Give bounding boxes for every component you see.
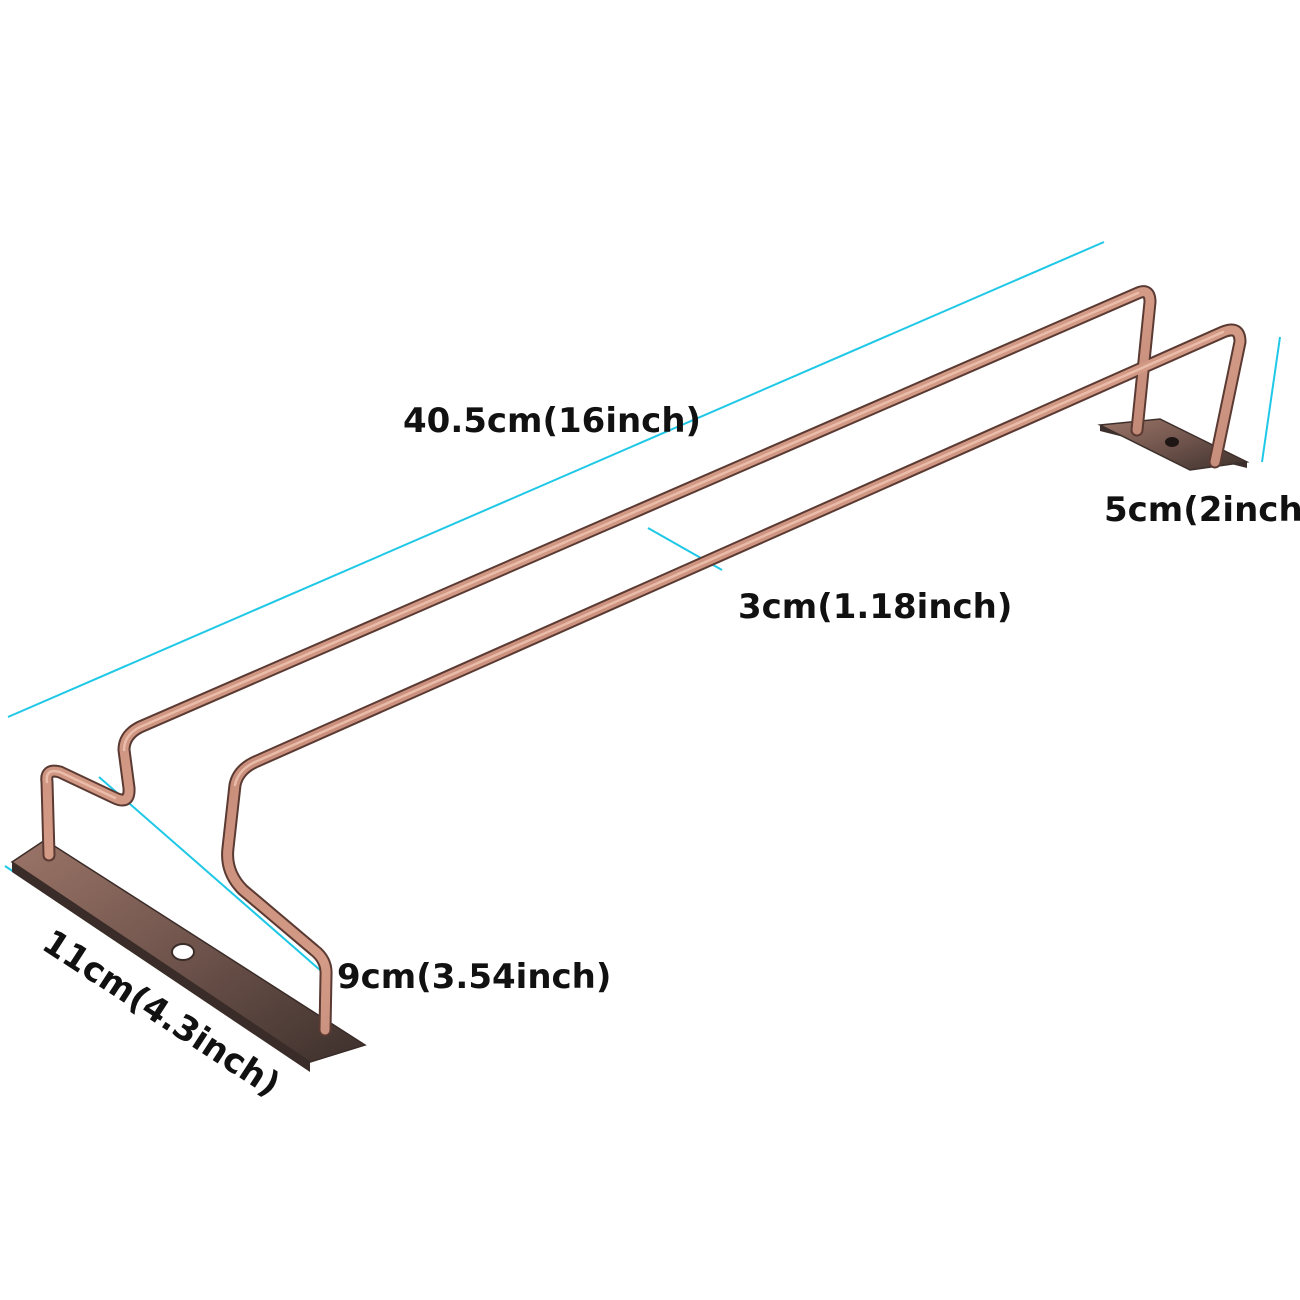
- front-rod-shadow: [221, 323, 1247, 1037]
- front-plate-edge: [12, 862, 310, 1072]
- height-dimension-line: [1261, 336, 1281, 463]
- front-mounting-plate: [10, 839, 367, 1072]
- front-height-dimension-line: [98, 776, 321, 971]
- back-plate-screw-hole: [1165, 437, 1179, 447]
- length-label: 40.5cm(16inch): [403, 401, 701, 441]
- rear-rod: [42, 287, 1155, 860]
- rear-rod-highlight: [45, 291, 1140, 800]
- front-height-label: 9cm(3.54inch): [337, 957, 611, 997]
- rack-rods: [40, 285, 1247, 1037]
- rear-rod-shadow: [40, 285, 1157, 862]
- front-plate-screw-hole: [171, 943, 195, 961]
- front-rod-highlight: [233, 330, 1225, 787]
- front-rod: [223, 325, 1245, 1035]
- length-dimension-line: [7, 241, 1105, 718]
- rod-gap-label: 3cm(1.18inch): [738, 587, 1012, 627]
- height-label: 5cm(2inch): [1104, 490, 1300, 530]
